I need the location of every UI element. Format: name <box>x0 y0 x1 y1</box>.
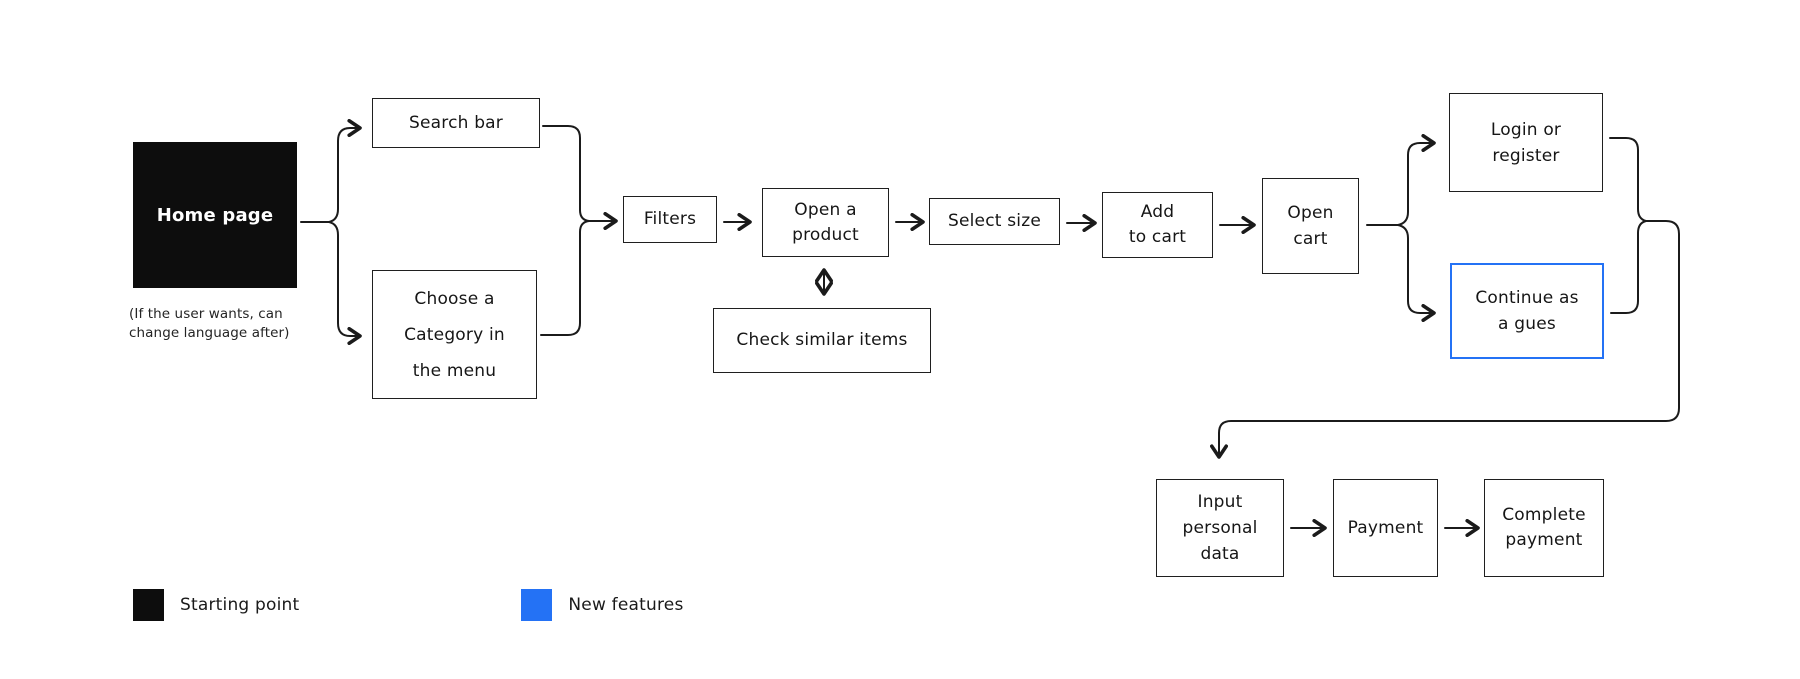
node-payment[interactable]: Payment <box>1333 479 1438 577</box>
legend-label: New features <box>568 595 684 615</box>
wire-category-to-merge <box>540 220 590 336</box>
node-label: Check similar items <box>736 330 908 350</box>
node-input-personal-data[interactable]: Input personal data <box>1156 479 1284 577</box>
node-open-product[interactable]: Open a product <box>762 188 889 257</box>
node-label-line: a gues <box>1498 314 1556 334</box>
node-label: Select size <box>947 211 1041 231</box>
node-label-line: register <box>1492 145 1560 166</box>
legend-label: Starting point <box>180 595 300 615</box>
node-label-line: cart <box>1293 229 1328 249</box>
node-label-line: product <box>792 224 859 245</box>
node-label-line: to cart <box>1128 227 1187 247</box>
node-complete-payment[interactable]: Complete payment <box>1484 479 1604 577</box>
node-label-line: Login or <box>1490 119 1562 140</box>
legend: Starting point New features <box>133 589 684 621</box>
wire-login-to-merge <box>1609 137 1647 222</box>
node-choose-category[interactable]: Choose a Category in the menu <box>372 270 537 399</box>
note-line: change language after) <box>129 325 290 341</box>
node-label-line: Open <box>1287 203 1334 223</box>
wire-merge-to-inputdata <box>1210 220 1680 459</box>
node-label-line: Choose a <box>414 288 495 309</box>
wire-split-to-category <box>328 221 362 345</box>
node-label: Home page <box>156 204 274 226</box>
node-label-line: Input <box>1197 492 1243 512</box>
legend-item-new-features: New features <box>315 589 683 621</box>
node-label-line: payment <box>1505 530 1583 550</box>
note-line: (If the user wants, can <box>129 306 283 322</box>
wire-split-to-guest <box>1397 224 1436 322</box>
wire-split-to-search <box>328 119 362 223</box>
new-features-swatch <box>521 589 553 621</box>
node-label-line: Continue as <box>1475 288 1579 308</box>
node-select-size[interactable]: Select size <box>929 198 1060 245</box>
node-open-cart[interactable]: Open cart <box>1262 178 1359 274</box>
node-home-page[interactable]: Home page <box>133 142 297 288</box>
node-label-line: Category in <box>404 324 505 345</box>
node-add-to-cart[interactable]: Add to cart <box>1102 192 1213 258</box>
node-label-line: Add <box>1140 202 1175 222</box>
node-label-line: Complete <box>1502 505 1586 525</box>
wire-guest-to-merge <box>1610 220 1647 314</box>
starting-point-swatch <box>133 589 164 621</box>
legend-item-starting-point: Starting point <box>133 589 299 621</box>
node-label: Search bar <box>408 112 503 133</box>
node-login-or-register[interactable]: Login or register <box>1449 93 1603 192</box>
node-check-similar-items[interactable]: Check similar items <box>713 308 931 373</box>
node-label: Payment <box>1347 517 1424 538</box>
node-label-line: the menu <box>412 360 497 381</box>
home-page-note: (If the user wants, can change language … <box>129 305 329 343</box>
wire-search-to-merge <box>542 125 590 222</box>
node-label: Filters <box>643 209 697 229</box>
node-label-line: data <box>1200 544 1240 564</box>
node-label-line: Open a <box>794 199 857 220</box>
node-search-bar[interactable]: Search bar <box>372 98 540 148</box>
node-filters[interactable]: Filters <box>623 196 717 243</box>
node-continue-as-guest[interactable]: Continue as a gues <box>1450 263 1604 359</box>
wire-split-to-login <box>1397 134 1436 226</box>
node-label-line: personal <box>1182 518 1258 538</box>
